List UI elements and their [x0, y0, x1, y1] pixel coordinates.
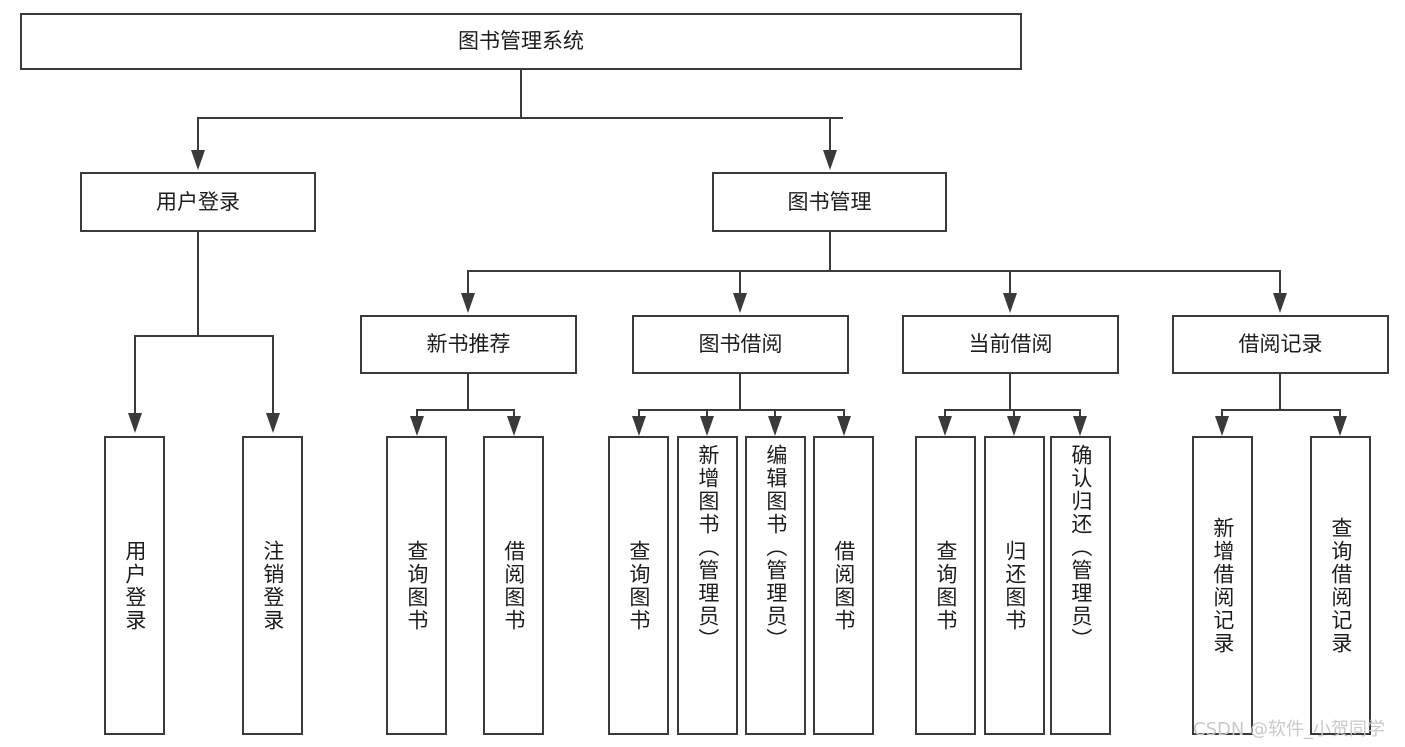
- node-leaf-edit-book[interactable]: 编辑图书（管理员）: [745, 436, 806, 735]
- edge-book-manage-stem: [829, 232, 831, 271]
- node-leaf-borrow-book-1[interactable]: 借阅图书: [483, 436, 544, 735]
- node-leaf-add-record[interactable]: 新增借阅记录: [1192, 436, 1253, 735]
- edge-current-borrow-bus: [944, 409, 1081, 411]
- arrow-nbr-to-borrow-book: [507, 416, 521, 436]
- node-borrow-record[interactable]: 借阅记录: [1172, 315, 1389, 374]
- arrow-cb-to-confirm-return: [1073, 416, 1087, 436]
- node-leaf-query-record-label: 查询借阅记录: [1328, 516, 1353, 655]
- arrow-cb-to-return-book: [1007, 416, 1021, 436]
- arrow-ul-to-leaf-logout: [266, 413, 280, 433]
- edge-cb-to-return-book: [1013, 409, 1015, 419]
- node-book-borrow[interactable]: 图书借阅: [632, 315, 849, 374]
- edge-ul-to-leaf-user-login: [134, 335, 136, 415]
- edge-borrow-record-stem: [1279, 374, 1281, 410]
- arrow-bb-to-query-book: [632, 416, 646, 436]
- node-leaf-confirm-return-label: 确认归还（管理员）: [1068, 444, 1093, 651]
- node-leaf-user-login[interactable]: 用户登录: [104, 436, 165, 735]
- edge-root-bus: [197, 117, 843, 119]
- node-leaf-add-book[interactable]: 新增图书（管理员）: [677, 436, 738, 735]
- edge-cb-to-query-book: [944, 409, 946, 419]
- arrow-root-to-user-login: [191, 150, 205, 170]
- node-leaf-user-login-label: 用户登录: [122, 539, 147, 632]
- node-current-borrow-label: 当前借阅: [968, 332, 1053, 357]
- node-leaf-query-book-2[interactable]: 查询图书: [608, 436, 669, 735]
- edge-new-book-rec-stem: [467, 374, 469, 410]
- edge-nbr-to-query-book: [416, 409, 418, 419]
- node-new-book-rec[interactable]: 新书推荐: [360, 315, 577, 374]
- edge-root-to-book-manage: [829, 117, 831, 152]
- node-root[interactable]: 图书管理系统: [20, 13, 1022, 70]
- node-book-borrow-label: 图书借阅: [698, 332, 783, 357]
- edge-bm-to-book-borrow: [739, 270, 741, 295]
- node-leaf-query-book-2-label: 查询图书: [626, 539, 651, 632]
- edge-user-login-stem: [197, 232, 199, 336]
- edge-bb-to-borrow-book: [843, 409, 845, 419]
- arrow-bb-to-add-book: [700, 416, 714, 436]
- arrow-bm-to-book-borrow: [733, 293, 747, 313]
- edge-book-manage-bus: [467, 270, 1281, 272]
- edge-current-borrow-stem: [1009, 374, 1011, 410]
- arrow-bb-to-borrow-book: [837, 416, 851, 436]
- edge-bb-to-query-book: [638, 409, 640, 419]
- edge-cb-to-confirm-return: [1079, 409, 1081, 419]
- edge-br-to-add-record: [1221, 409, 1223, 419]
- node-leaf-add-record-label: 新增借阅记录: [1210, 516, 1235, 655]
- edge-bm-to-new-book-rec: [467, 270, 469, 295]
- node-book-manage-label: 图书管理: [787, 189, 872, 214]
- edge-nbr-to-borrow-book: [513, 409, 515, 419]
- node-leaf-add-book-label: 新增图书（管理员）: [695, 444, 720, 651]
- arrow-bm-to-new-book-rec: [461, 293, 475, 313]
- node-leaf-logout-label: 注销登录: [260, 539, 285, 632]
- node-borrow-record-label: 借阅记录: [1238, 332, 1323, 357]
- arrow-cb-to-query-book: [938, 416, 952, 436]
- arrow-bm-to-borrow-record: [1273, 293, 1287, 313]
- node-leaf-logout[interactable]: 注销登录: [242, 436, 303, 735]
- node-leaf-borrow-book-2[interactable]: 借阅图书: [813, 436, 874, 735]
- arrow-br-to-add-record: [1215, 416, 1229, 436]
- arrow-bb-to-edit-book: [768, 416, 782, 436]
- edge-root-stem: [520, 70, 522, 119]
- edge-book-borrow-bus: [638, 409, 845, 411]
- node-leaf-edit-book-label: 编辑图书（管理员）: [763, 444, 788, 651]
- edge-root-to-user-login: [197, 117, 199, 152]
- node-leaf-return-book[interactable]: 归还图书: [984, 436, 1045, 735]
- node-new-book-rec-label: 新书推荐: [426, 332, 511, 357]
- edge-bb-to-edit-book: [774, 409, 776, 419]
- node-leaf-return-book-label: 归还图书: [1002, 539, 1027, 632]
- watermark: CSDN @软件_小贺同学: [1193, 719, 1386, 740]
- edge-new-book-rec-bus: [416, 409, 514, 411]
- arrow-root-to-book-manage: [823, 150, 837, 170]
- node-leaf-query-book-3[interactable]: 查询图书: [915, 436, 976, 735]
- node-book-manage[interactable]: 图书管理: [712, 172, 947, 232]
- arrow-bm-to-current-borrow: [1003, 293, 1017, 313]
- arrow-br-to-query-record: [1333, 416, 1347, 436]
- edge-borrow-record-bus: [1221, 409, 1340, 411]
- node-user-login-label: 用户登录: [156, 189, 240, 214]
- arrow-nbr-to-query-book: [410, 416, 424, 436]
- edge-book-borrow-stem: [739, 374, 741, 410]
- node-leaf-borrow-book-1-label: 借阅图书: [501, 539, 526, 632]
- edge-bm-to-borrow-record: [1279, 270, 1281, 295]
- node-leaf-query-book-1-label: 查询图书: [404, 539, 429, 632]
- node-root-label: 图书管理系统: [458, 29, 584, 54]
- node-leaf-query-book-1[interactable]: 查询图书: [386, 436, 447, 735]
- node-leaf-query-record[interactable]: 查询借阅记录: [1310, 436, 1371, 735]
- edge-br-to-query-record: [1339, 409, 1341, 419]
- node-leaf-borrow-book-2-label: 借阅图书: [831, 539, 856, 632]
- node-current-borrow[interactable]: 当前借阅: [902, 315, 1119, 374]
- node-leaf-query-book-3-label: 查询图书: [933, 539, 958, 632]
- node-user-login[interactable]: 用户登录: [80, 172, 316, 232]
- edge-bm-to-current-borrow: [1009, 270, 1011, 295]
- edge-ul-to-leaf-logout: [272, 335, 274, 415]
- arrow-ul-to-leaf-user-login: [128, 413, 142, 433]
- node-leaf-confirm-return[interactable]: 确认归还（管理员）: [1050, 436, 1111, 735]
- edge-bb-to-add-book: [706, 409, 708, 419]
- edge-user-login-bus: [134, 335, 273, 337]
